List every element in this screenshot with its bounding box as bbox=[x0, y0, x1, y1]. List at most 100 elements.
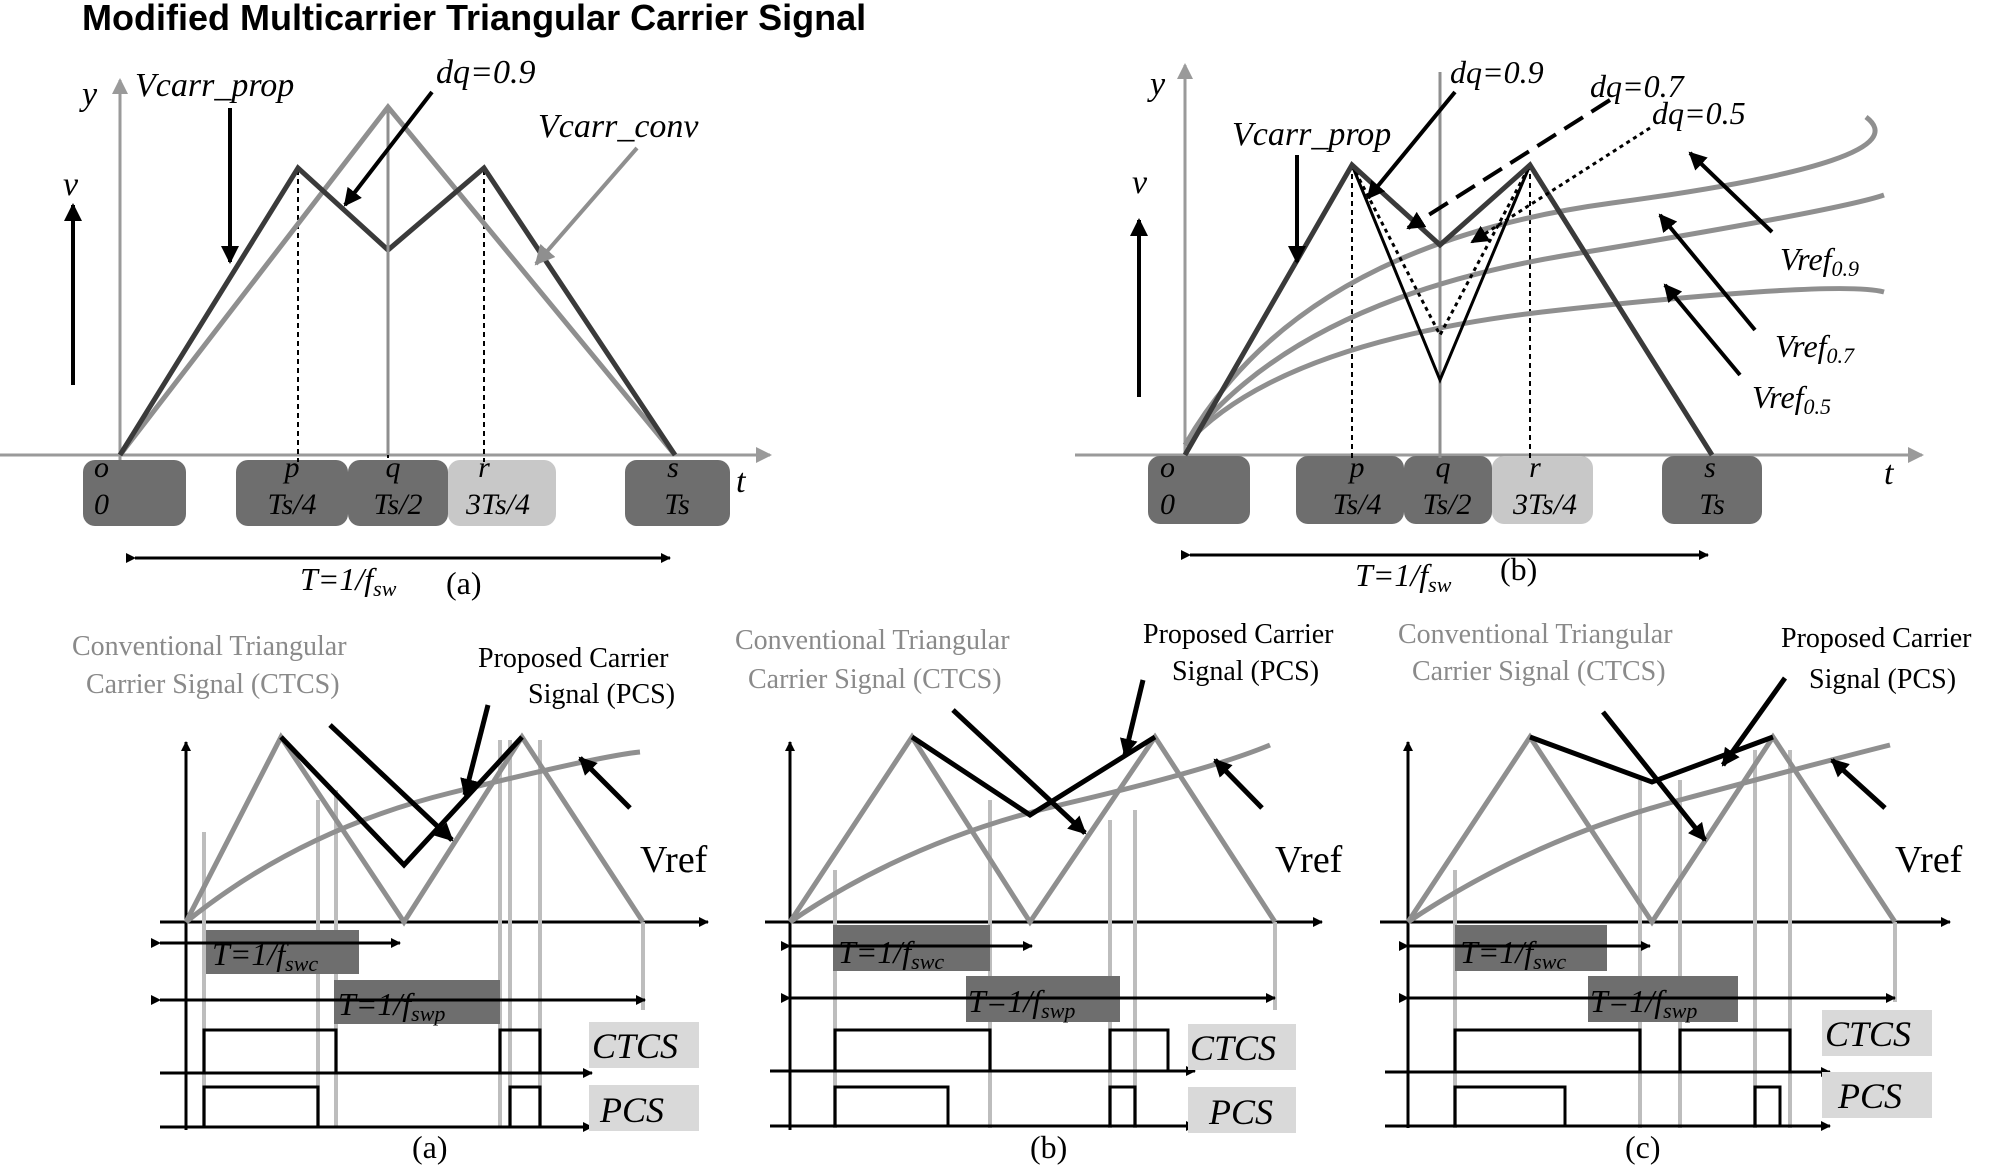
caption-b: (b) bbox=[1500, 551, 1537, 587]
v-label: v bbox=[1132, 164, 1148, 201]
tick-o-top: o bbox=[1160, 451, 1175, 484]
tick-box-p bbox=[1296, 456, 1404, 524]
ctcs-pointer bbox=[951, 708, 1087, 835]
ctcs-tag-bg bbox=[1188, 1024, 1296, 1070]
pcs-pulse-2 bbox=[508, 1085, 542, 1127]
tick-box-p bbox=[236, 460, 348, 526]
dq-label: dq=0.9 bbox=[436, 54, 535, 91]
figure-title: Modified Multicarrier Triangular Carrier… bbox=[82, 0, 866, 38]
pcs-label-line-2: Signal (PCS) bbox=[1172, 656, 1319, 687]
vref-0.5-pointer bbox=[1663, 283, 1742, 377]
pcs-tag: PCS bbox=[599, 1090, 664, 1130]
tick-s-top: s bbox=[667, 451, 679, 484]
vref-0.9-label: Vref0.9 bbox=[1780, 241, 1859, 281]
carrier-dq-0.5 bbox=[1350, 164, 1532, 384]
ctcs-label-line-2: Carrier Signal (CTCS) bbox=[1412, 656, 1666, 687]
tick-r-top: r bbox=[478, 451, 490, 484]
vcarr-conv-label: Vcarr_conv bbox=[538, 108, 699, 145]
period-label: T=1/fsw bbox=[1355, 557, 1452, 597]
ctcs-label-line-1: Conventional Triangular bbox=[1398, 619, 1673, 650]
pcs-wave bbox=[279, 735, 524, 869]
ctcs-pulse-2 bbox=[1108, 1028, 1170, 1071]
t-prop-label: T=1/fswp bbox=[338, 986, 445, 1026]
pcs-label-line-1: Proposed Carrier bbox=[478, 643, 669, 674]
tick-box-q bbox=[1404, 456, 1492, 524]
dq-0.9-pointer bbox=[1366, 90, 1457, 200]
pcs-tag-bg bbox=[589, 1085, 699, 1131]
ctcs-label-line-1: Conventional Triangular bbox=[72, 631, 347, 662]
tick-q-bottom: Ts/2 bbox=[1423, 488, 1472, 521]
panel-a: y v t Vcarr_prop dq=0.9 Vcarr_conv o 0 p… bbox=[0, 54, 772, 601]
caption-a: (a) bbox=[446, 565, 482, 601]
ctcs-tag: CTCS bbox=[592, 1026, 678, 1066]
vref-0.9-curve bbox=[1182, 115, 1878, 447]
t-label: t bbox=[1884, 455, 1895, 492]
pcs-tag: PCS bbox=[1208, 1092, 1273, 1132]
tick-r-bottom: 3Ts/4 bbox=[1512, 488, 1577, 521]
dq-pointer bbox=[343, 90, 434, 207]
tick-o-bottom: 0 bbox=[1160, 488, 1175, 521]
dq-0.9-label: dq=0.9 bbox=[1450, 54, 1544, 90]
pcs-pulse-1 bbox=[202, 1085, 320, 1127]
tick-box-o bbox=[1148, 456, 1250, 524]
ctcs-wave bbox=[787, 732, 1278, 927]
vref-pointer bbox=[1213, 758, 1264, 810]
pcs-pulse-2 bbox=[1108, 1085, 1137, 1126]
tick-p-bottom: Ts/4 bbox=[1333, 488, 1382, 521]
caption-a: (a) bbox=[412, 1129, 448, 1165]
tick-q-top: q bbox=[386, 451, 401, 484]
ctcs-label-line-2: Carrier Signal (CTCS) bbox=[86, 669, 340, 700]
tick-p-bottom: Ts/4 bbox=[268, 488, 317, 521]
vref-0.9-pointer bbox=[1688, 151, 1774, 234]
caption-b: (b) bbox=[1030, 1129, 1067, 1165]
t-conv-label: T=1/fswc bbox=[838, 934, 944, 974]
ctcs-pointer bbox=[328, 723, 454, 842]
pcs-pulse-1 bbox=[833, 1085, 950, 1126]
vref-curve bbox=[184, 749, 641, 924]
vref-0.7-curve bbox=[1183, 192, 1885, 447]
tick-s-top: s bbox=[1704, 451, 1716, 484]
tick-p-top: p bbox=[283, 451, 300, 484]
pcs-label-line-1: Proposed Carrier bbox=[1143, 619, 1334, 650]
tick-s-bottom: Ts bbox=[1699, 488, 1725, 521]
pcs-pointer bbox=[1720, 676, 1788, 767]
period-label: T=1/fsw bbox=[300, 561, 397, 601]
panel-b: y v t Vcarr_prop dq=0.9 dq=0.7 dq=0.5 Vr… bbox=[1075, 54, 1924, 597]
ctcs-pulse-1 bbox=[1453, 1028, 1642, 1072]
ctcs-tag-bg bbox=[1822, 1010, 1932, 1056]
ctcs-pulse-2 bbox=[1678, 1028, 1792, 1072]
pcs-pulse-1 bbox=[1453, 1085, 1567, 1126]
t-label: t bbox=[736, 463, 747, 500]
t-prop-label: T=1/fswp bbox=[1590, 983, 1697, 1023]
carrier-dq-0.9 bbox=[1182, 161, 1715, 457]
pcs-tag-bg bbox=[1188, 1087, 1296, 1133]
pcs-label-line-1: Proposed Carrier bbox=[1781, 623, 1972, 654]
ctcs-label-line-2: Carrier Signal (CTCS) bbox=[748, 664, 1002, 695]
pcs-label-line-2: Signal (PCS) bbox=[528, 679, 675, 710]
y-label: y bbox=[79, 76, 98, 113]
ctcs-wave bbox=[183, 732, 646, 927]
dq-0.7-label: dq=0.7 bbox=[1590, 68, 1686, 104]
vref-label: Vref bbox=[1275, 839, 1343, 881]
tick-r-top: r bbox=[1529, 451, 1541, 484]
tick-box-r bbox=[1492, 456, 1593, 524]
tick-box-o bbox=[83, 460, 186, 526]
tick-s-bottom: Ts bbox=[664, 488, 690, 521]
pcs-pulse-2 bbox=[1753, 1085, 1782, 1126]
bottom-panel-c: Conventional Triangular Carrier Signal (… bbox=[1380, 619, 1972, 1165]
vref-label: Vref bbox=[640, 839, 708, 881]
v-label: v bbox=[63, 166, 79, 203]
vcarr-conv-pointer bbox=[534, 146, 639, 266]
tick-o-bottom: 0 bbox=[94, 488, 109, 521]
vref-0.7-label: Vref0.7 bbox=[1775, 328, 1855, 368]
ctcs-pulse-1 bbox=[833, 1028, 992, 1071]
pcs-wave bbox=[910, 734, 1157, 818]
tick-box-s bbox=[1662, 456, 1762, 524]
vref-pointer bbox=[578, 756, 632, 810]
y-label: y bbox=[1147, 66, 1166, 103]
vcarr-prop-label: Vcarr_prop bbox=[1232, 116, 1391, 153]
ctcs-tag: CTCS bbox=[1190, 1028, 1276, 1068]
vref-pointer bbox=[1830, 758, 1887, 810]
tick-box-q bbox=[348, 460, 448, 526]
